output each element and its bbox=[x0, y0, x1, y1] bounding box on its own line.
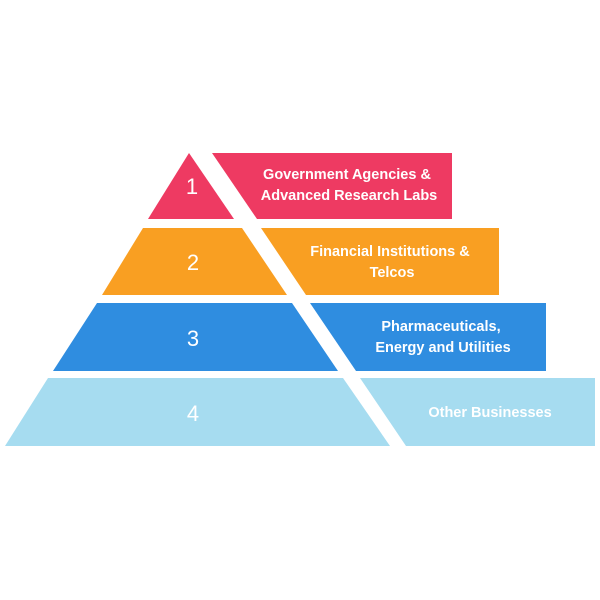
tier-1-label: Government Agencies & Advanced Research … bbox=[261, 167, 438, 204]
tier-2-label-band bbox=[261, 228, 499, 295]
tier-1-label-line-2: Advanced Research Labs bbox=[261, 188, 438, 204]
tier-2-label: Financial Institutions & Telcos bbox=[310, 244, 474, 281]
tier-1-number: 1 bbox=[186, 174, 198, 199]
tier-2: 2 Financial Institutions & Telcos bbox=[102, 228, 499, 295]
tier-2-number: 2 bbox=[187, 250, 199, 275]
tier-4-number: 4 bbox=[187, 401, 199, 426]
tier-3-label: Pharmaceuticals, Energy and Utilities bbox=[375, 319, 510, 356]
tier-3: 3 Pharmaceuticals, Energy and Utilities bbox=[53, 303, 546, 371]
tier-4-label-line-1: Other Businesses bbox=[428, 405, 551, 421]
tier-1: 1 Government Agencies & Advanced Researc… bbox=[148, 153, 452, 219]
tier-3-label-line-2: Energy and Utilities bbox=[375, 340, 510, 356]
tier-1-label-line-1: Government Agencies & bbox=[263, 167, 431, 183]
tier-1-triangle bbox=[148, 153, 234, 219]
tier-4-triangle bbox=[5, 378, 390, 446]
tier-2-label-line-2: Telcos bbox=[370, 265, 415, 281]
tier-4-label: Other Businesses bbox=[428, 405, 551, 421]
tier-3-triangle bbox=[53, 303, 338, 371]
tier-1-label-band bbox=[212, 153, 452, 219]
tier-3-label-line-1: Pharmaceuticals, bbox=[381, 319, 500, 335]
tier-2-triangle bbox=[102, 228, 287, 295]
tier-3-number: 3 bbox=[187, 326, 199, 351]
tier-3-label-band bbox=[310, 303, 546, 371]
tier-2-label-line-1: Financial Institutions & bbox=[310, 244, 470, 260]
tier-4: 4 Other Businesses bbox=[5, 378, 595, 446]
tier-4-label-band bbox=[360, 378, 595, 446]
